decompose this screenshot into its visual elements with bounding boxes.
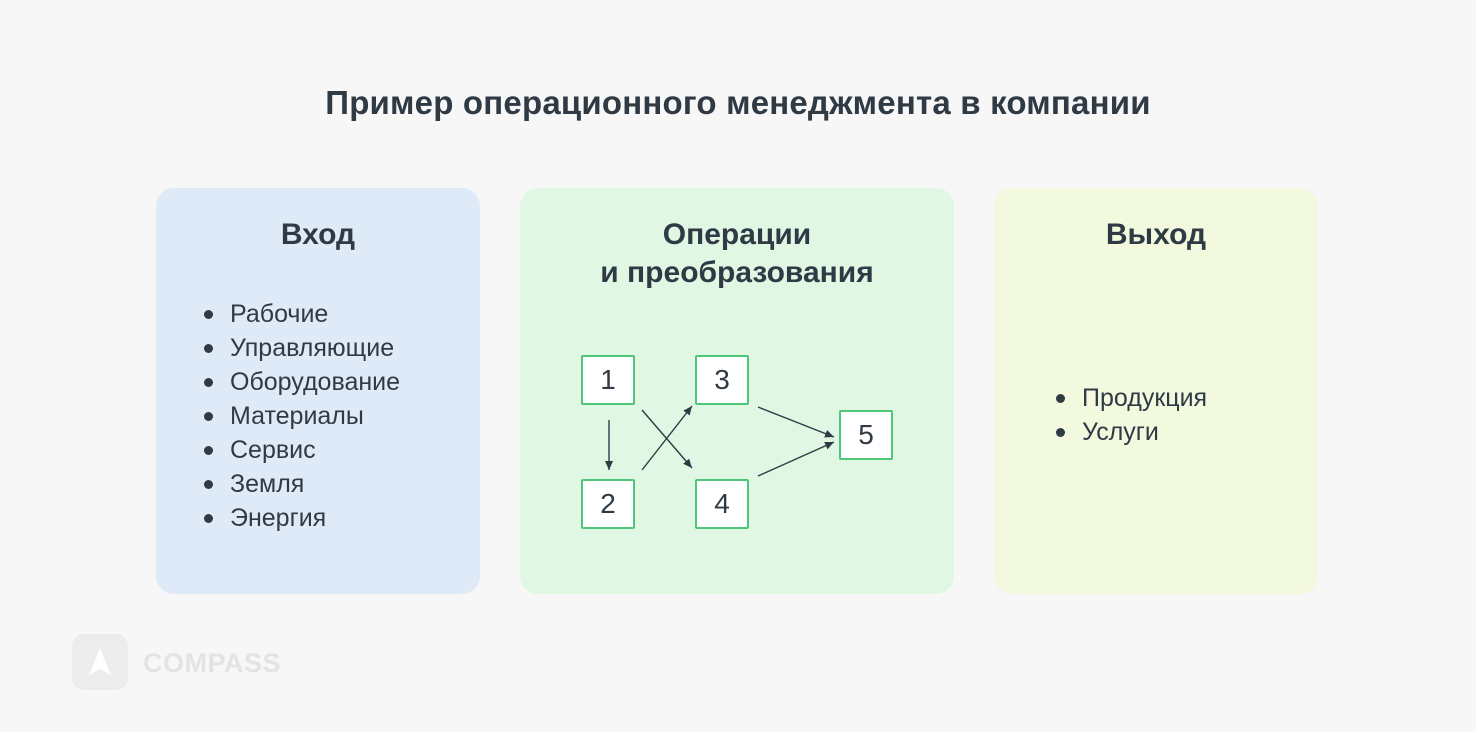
process-node-2: 2 <box>581 479 635 529</box>
bullet-icon <box>204 412 213 421</box>
list-item: Рабочие <box>204 297 400 331</box>
bullet-icon <box>204 310 213 319</box>
bullet-icon <box>204 480 213 489</box>
arrow-3-to-5 <box>757 406 835 438</box>
compass-logo-icon <box>72 634 128 690</box>
list-item: Оборудование <box>204 365 400 399</box>
process-node-5: 5 <box>839 410 893 460</box>
bullet-icon <box>1056 428 1065 437</box>
input-card: Вход Рабочие Управляющие Оборудование Ма… <box>156 188 480 594</box>
list-item: Управляющие <box>204 331 400 365</box>
bullet-icon <box>204 514 213 523</box>
list-item: Услуги <box>1056 415 1207 449</box>
input-list: Рабочие Управляющие Оборудование Материа… <box>204 297 400 535</box>
brand-name: COMPASS <box>143 648 282 678</box>
list-item: Сервис <box>204 433 400 467</box>
process-node-1: 1 <box>581 355 635 405</box>
process-node-4: 4 <box>695 479 749 529</box>
output-card: Выход Продукция Услуги <box>994 188 1318 594</box>
bullet-icon <box>204 378 213 387</box>
output-card-title: Выход <box>1105 218 1207 251</box>
list-item: Земля <box>204 467 400 501</box>
list-item: Материалы <box>204 399 400 433</box>
list-item: Энергия <box>204 501 400 535</box>
operations-card: Операции и преобразования 1 2 3 4 5 <box>520 188 954 594</box>
arrow-4-to-5 <box>757 441 835 477</box>
bullet-icon <box>1056 394 1065 403</box>
list-item: Продукция <box>1056 381 1207 415</box>
input-card-title: Вход <box>280 218 356 251</box>
bullet-icon <box>204 344 213 353</box>
bullet-icon <box>204 446 213 455</box>
page-title: Пример операционного менеджмента в компа… <box>325 84 1151 121</box>
process-arrows <box>605 405 835 477</box>
arrow-2-to-3 <box>641 405 693 471</box>
process-node-3: 3 <box>695 355 749 405</box>
operations-card-title: Операции и преобразования <box>600 218 874 289</box>
output-list: Продукция Услуги <box>1056 381 1207 449</box>
